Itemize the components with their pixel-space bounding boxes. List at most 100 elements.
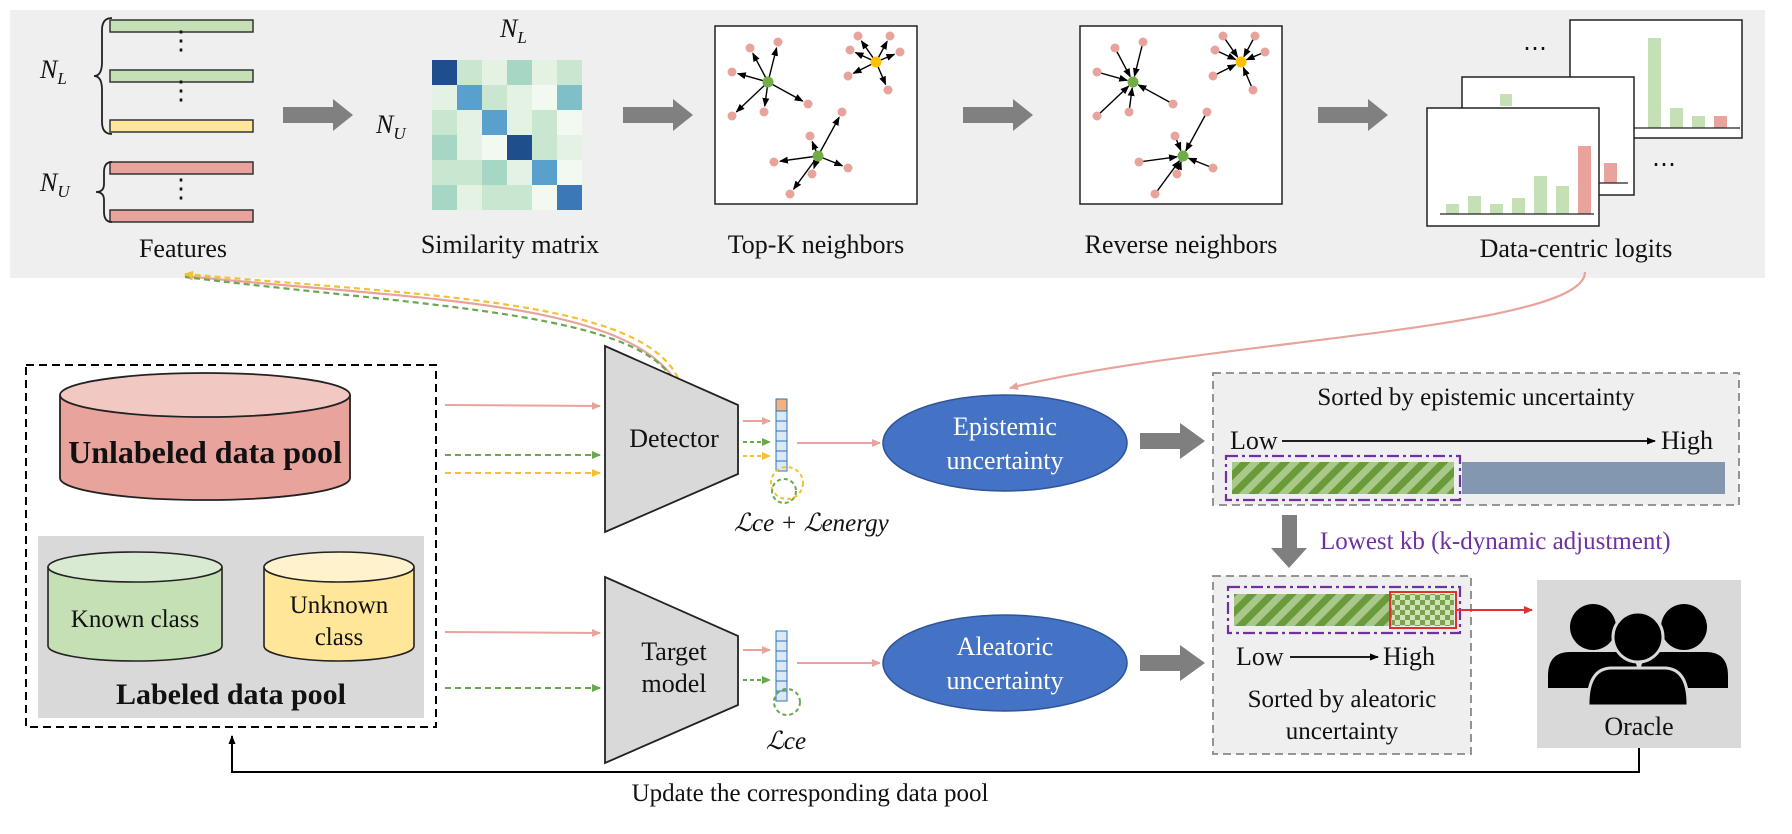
graph-node <box>1218 31 1228 41</box>
graph-node <box>769 157 779 167</box>
feedback-green-to-features <box>184 275 673 379</box>
graph-edge <box>778 155 819 164</box>
detector-output-arrows <box>743 417 771 460</box>
data-centric-logits-label: Data-centric logits <box>1479 234 1673 263</box>
graph-edge <box>767 81 804 102</box>
matrix-cell <box>507 85 532 110</box>
matrix-cell <box>432 60 457 85</box>
detector-loss-label: ℒce + ℒenergy <box>734 510 889 537</box>
graph-edge <box>1096 71 1129 82</box>
vector-cell <box>775 450 788 462</box>
unlabeled-pool-label: Unlabeled data pool <box>68 434 342 470</box>
graph-node <box>843 163 853 173</box>
vector-cell <box>775 410 788 422</box>
matrix-cell <box>482 185 507 210</box>
unlabeled-cylinder <box>59 372 351 501</box>
graph-edge <box>735 81 769 113</box>
vector-cell <box>775 460 788 472</box>
graph-node <box>837 107 847 117</box>
vector-cell <box>775 430 788 442</box>
matrix-cell <box>507 185 532 210</box>
logits-to-epistemic <box>1009 271 1587 390</box>
similarity-matrix <box>432 60 582 210</box>
matrix-cell <box>482 60 507 85</box>
feedback-pink-to-features <box>184 272 676 381</box>
aleatoric-bar <box>1234 594 1392 626</box>
kb-down-arrow <box>1271 515 1307 568</box>
matrix-cell <box>432 85 457 110</box>
vector-cell <box>775 660 788 672</box>
graph-node <box>1208 71 1218 81</box>
graph-node <box>727 111 737 121</box>
aleatoric-to-sorted-arrow <box>1140 645 1205 681</box>
update-pool-label: Update the corresponding data pool <box>631 780 989 807</box>
graph-node <box>895 47 905 57</box>
matrix-cell <box>507 135 532 160</box>
epistemic-sorted-title: Sorted by epistemic uncertainty <box>1317 384 1635 411</box>
matrix-cell <box>532 185 557 210</box>
matrix-cell <box>507 60 532 85</box>
aleatoric-ellipse <box>882 614 1128 712</box>
graph-node <box>745 43 755 53</box>
nu-matrix-label: NU <box>376 110 406 144</box>
nl-left-label: NL <box>40 55 67 89</box>
graph-edge <box>1132 41 1144 78</box>
target-model-shape <box>604 575 739 765</box>
matrix-cell <box>532 60 557 85</box>
vector-cell <box>775 650 788 662</box>
matrix-cell <box>457 160 482 185</box>
graph-node <box>807 169 817 179</box>
reverse-graph <box>1079 25 1283 205</box>
graph-node <box>785 189 795 199</box>
aleatoric-low-label: Low <box>1236 642 1284 671</box>
graph-node <box>759 107 769 117</box>
graph-edge <box>1096 85 1130 117</box>
matrix-cell <box>532 135 557 160</box>
pool-to-detector-arrows <box>444 401 601 477</box>
graph-edge <box>1137 84 1174 105</box>
graph-edge <box>817 116 840 157</box>
vector-cell <box>775 630 788 642</box>
nu-left-label: NU <box>40 168 70 202</box>
graph-center-node <box>870 56 882 68</box>
graph-center-node <box>812 150 824 162</box>
features-label: Features <box>138 234 228 263</box>
nl-matrix-label: NL <box>500 14 527 48</box>
epistemic-ellipse <box>882 394 1128 492</box>
graph-node <box>853 31 863 41</box>
graph-node <box>1138 37 1148 47</box>
brace-nl <box>93 17 113 135</box>
matrix-cell <box>482 85 507 110</box>
graph-node <box>1172 169 1182 179</box>
feedback-yellow-to-features <box>184 270 679 379</box>
target-loss-label: ℒce <box>765 728 807 755</box>
matrix-cell <box>482 160 507 185</box>
epistemic-selection-box <box>1224 454 1462 502</box>
people-icon <box>1548 604 1728 708</box>
graph-node <box>1124 107 1134 117</box>
matrix-cell <box>557 185 582 210</box>
matrix-cell <box>457 60 482 85</box>
topk-label: Top-K neighbors <box>727 230 905 259</box>
matrix-cell <box>557 160 582 185</box>
known-class-label: Known class <box>70 606 200 633</box>
vector-cell <box>775 420 788 432</box>
graph-node <box>727 67 737 77</box>
detector-shape <box>604 344 739 534</box>
labeled-pool-label: Labeled data pool <box>115 678 347 711</box>
graph-node <box>883 85 893 95</box>
graph-node <box>773 37 783 47</box>
epistemic-low-label: Low <box>1230 426 1278 455</box>
graph-node <box>1092 111 1102 121</box>
topk-graph <box>714 25 918 205</box>
oracle-label: Oracle <box>1604 712 1674 741</box>
matrix-cell <box>457 85 482 110</box>
graph-node <box>805 131 815 141</box>
matrix-cell <box>432 110 457 135</box>
graph-node <box>885 31 895 41</box>
epistemic-to-sorted-arrow <box>1140 423 1205 459</box>
detector-loss-circle-green <box>771 478 797 504</box>
